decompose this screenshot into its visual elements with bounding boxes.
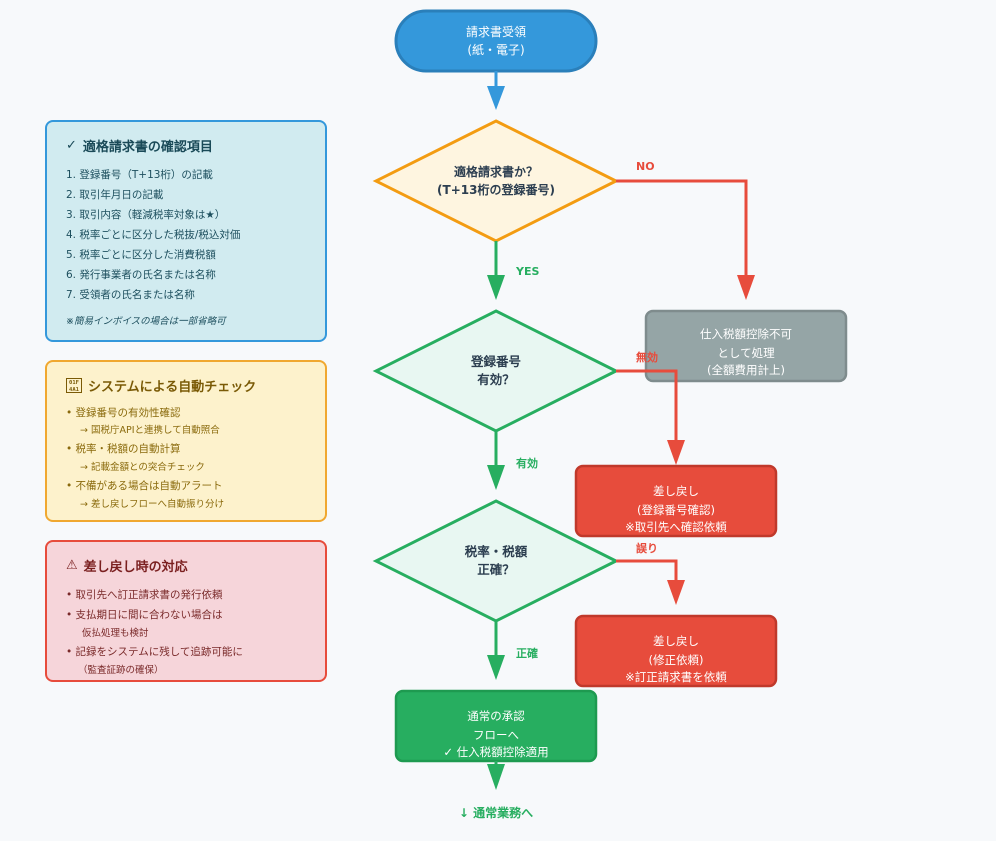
return1-node[interactable] [574,464,778,538]
arrowhead [487,764,505,790]
approve-text: 通常の承認 フローへ ✓ 仕入税額控除適用 [443,709,549,759]
no-deduction-text: 仕入税額控除不可 として処理 (全額費用計上) [700,327,792,377]
start-node-text: 請求書受領 (紙・電子) [465,25,526,57]
edge-label-valid: 有効 [516,457,538,470]
checklist-item: 6. 発行事業者の氏名または名称 [66,269,216,281]
end-label: ↓ 通常業務へ [458,806,534,820]
checklist-item: 7. 受領者の氏名または名称 [66,289,195,301]
return-subitem: 仮払処理も検討 [82,628,149,639]
return-item: • 記録をシステムに残して追跡可能に [66,646,243,658]
system-check-subitem: → 国税庁APIと連携して自動照合 [80,425,220,436]
system-check-subitem: → 差し戻しフローへ自動振り分け [80,499,224,510]
no-deduction-node[interactable] [644,309,848,383]
checklist-note: ※簡易インボイスの場合は一部省略可 [66,316,226,327]
return-item: • 取引先へ訂正請求書の発行依頼 [66,589,223,601]
system-check-item: • 不備がある場合は自動アラート [66,480,223,492]
checklist-item: 1. 登録番号（T+13桁）の記載 [66,169,213,181]
checklist-item: 3. 取引内容（軽減税率対象は★） [66,209,226,221]
system-check-subitem: → 記載金額との突合チェック [80,462,205,473]
edge-label-invalid: 無効 [636,351,658,364]
arrowhead [737,275,755,300]
system-check-item: • 登録番号の有効性確認 [66,407,181,419]
checklist-panel: ✓ 適格請求書の確認項目 1. 登録番号（T+13桁）の記載 2. 取引年月日の… [45,120,327,342]
edge-label-correct: 正確 [516,647,538,660]
return-handling-panel: ⚠ 差し戻し時の対応 • 取引先へ訂正請求書の発行依頼 • 支払期日に間に合わな… [45,540,327,682]
edge-label-yes: YES [516,265,540,278]
decision2-text: 登録番号 有効？ [470,354,521,387]
edge-label-error: 誤り [636,542,658,555]
return2-text: 差し戻し (修正依頼) ※訂正請求書を依頼 [625,634,727,684]
checklist-item: 4. 税率ごとに区分した税抜/税込対価 [66,229,241,241]
arrowhead [667,440,685,465]
check-icon: ✓ [66,138,77,153]
decision3-text: 税率・税額 正確？ [464,544,528,577]
checklist-item: 2. 取引年月日の記載 [66,189,164,201]
arrowhead [667,580,685,605]
warning-icon: ⚠ [66,558,78,573]
edge-invalid [616,369,678,442]
edge-no [616,179,748,278]
return-subitem: （監査証跡の確保） [78,665,164,676]
edge-label-no: NO [636,160,655,173]
arrowhead [487,275,505,300]
checklist-item: 5. 税率ごとに区分した消費税額 [66,249,216,261]
checklist-title: ✓ 適格請求書の確認項目 [66,138,213,155]
return2-node[interactable] [574,614,778,688]
system-check-item: • 税率・税額の自動計算 [66,443,181,455]
arrowhead [487,655,505,680]
arrowhead [487,465,505,490]
return-item: • 支払期日に間に合わない場合は [66,609,223,621]
edge-error [616,559,678,582]
arrowhead [487,86,505,110]
return1-text: 差し戻し (登録番号確認) ※取引先へ確認依頼 [625,484,727,534]
decision1-text: 適格請求書か？ (T+13桁の登録番号) [437,165,555,197]
return-handling-title: ⚠ 差し戻し時の対応 [66,558,188,575]
